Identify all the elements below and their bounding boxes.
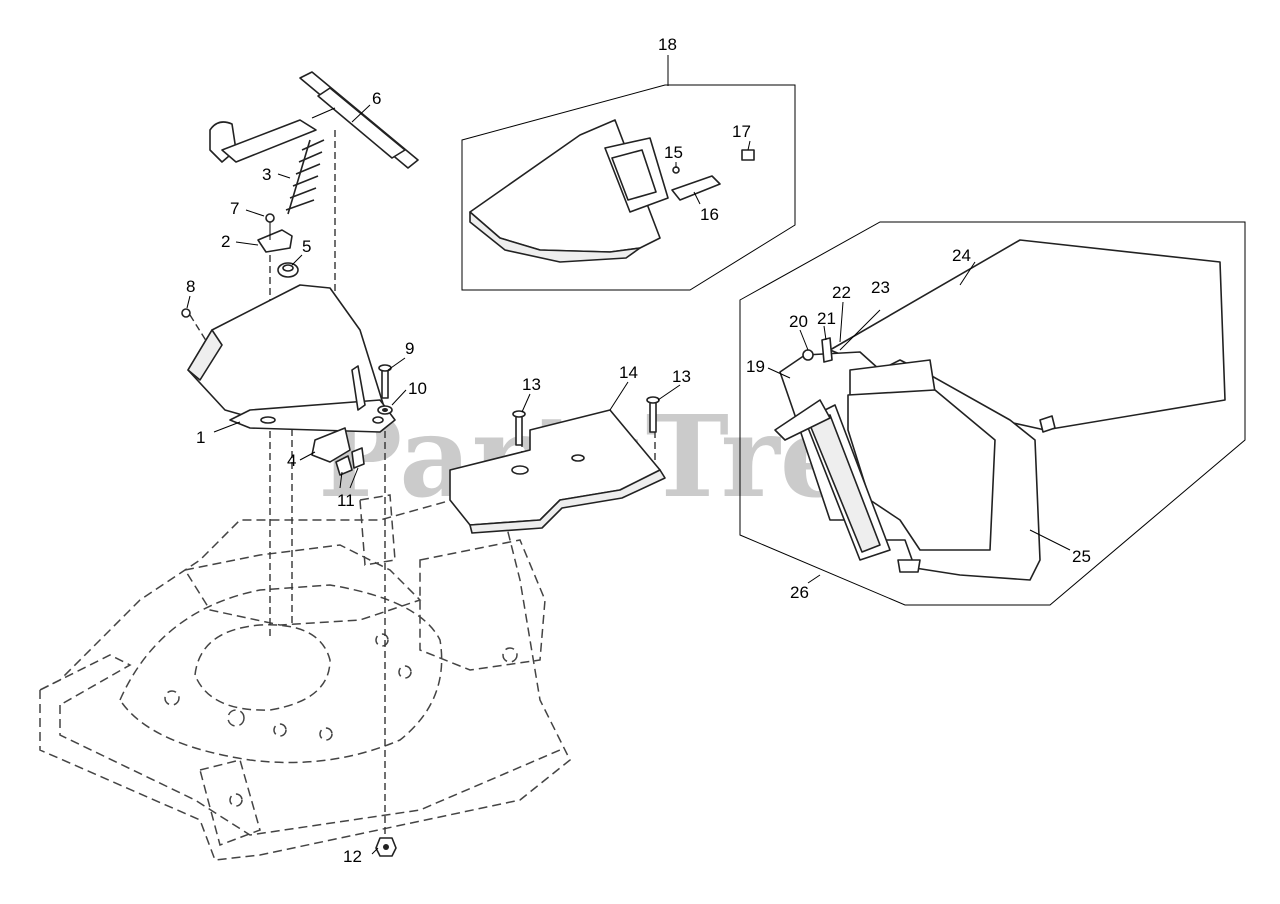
part-13-bolts [512, 396, 660, 446]
assembly-26-grass-bag [739, 221, 1246, 606]
callout-2: 2 [221, 232, 230, 251]
part-1-chute [181, 284, 396, 433]
leader-lines [186, 55, 1071, 855]
callout-22: 22 [832, 283, 851, 302]
callout-26: 26 [790, 583, 809, 602]
callout-3: 3 [262, 165, 271, 184]
assembly-18-mulch-plug [461, 84, 796, 291]
callout-21: 21 [817, 309, 836, 328]
mower-deck [39, 494, 571, 861]
callout-10: 10 [408, 379, 427, 398]
callout-7: 7 [230, 199, 239, 218]
callout-18: 18 [658, 35, 677, 54]
part-5-bushing [277, 262, 299, 278]
callout-15: 15 [664, 143, 683, 162]
callout-25: 25 [1072, 547, 1091, 566]
callout-16: 16 [700, 205, 719, 224]
callout-20: 20 [789, 312, 808, 331]
part-12-nut [375, 837, 397, 857]
callout-13-left: 13 [522, 375, 541, 394]
part-6-rear-door [209, 71, 419, 169]
callout-23: 23 [871, 278, 890, 297]
part-14-baffle [449, 409, 666, 534]
callout-11: 11 [337, 491, 355, 510]
callout-14: 14 [619, 363, 638, 382]
callout-13-right: 13 [672, 367, 691, 386]
callout-12: 12 [343, 847, 362, 866]
callout-1: 1 [196, 428, 205, 447]
part-2-bracket [257, 213, 293, 253]
callout-4: 4 [287, 451, 296, 470]
callout-labels: 1 2 3 4 5 6 7 8 9 10 11 12 13 13 14 15 1… [186, 35, 1091, 866]
callout-8: 8 [186, 277, 195, 296]
callout-17: 17 [732, 122, 751, 141]
callout-9: 9 [405, 339, 414, 358]
callout-5: 5 [302, 237, 311, 256]
part-3-spring [285, 139, 325, 215]
part-9-bolt [377, 364, 393, 415]
callout-24: 24 [952, 246, 971, 265]
callout-19: 19 [746, 357, 765, 376]
callout-6: 6 [372, 89, 381, 108]
part-4-hinge-bracket [311, 427, 365, 476]
